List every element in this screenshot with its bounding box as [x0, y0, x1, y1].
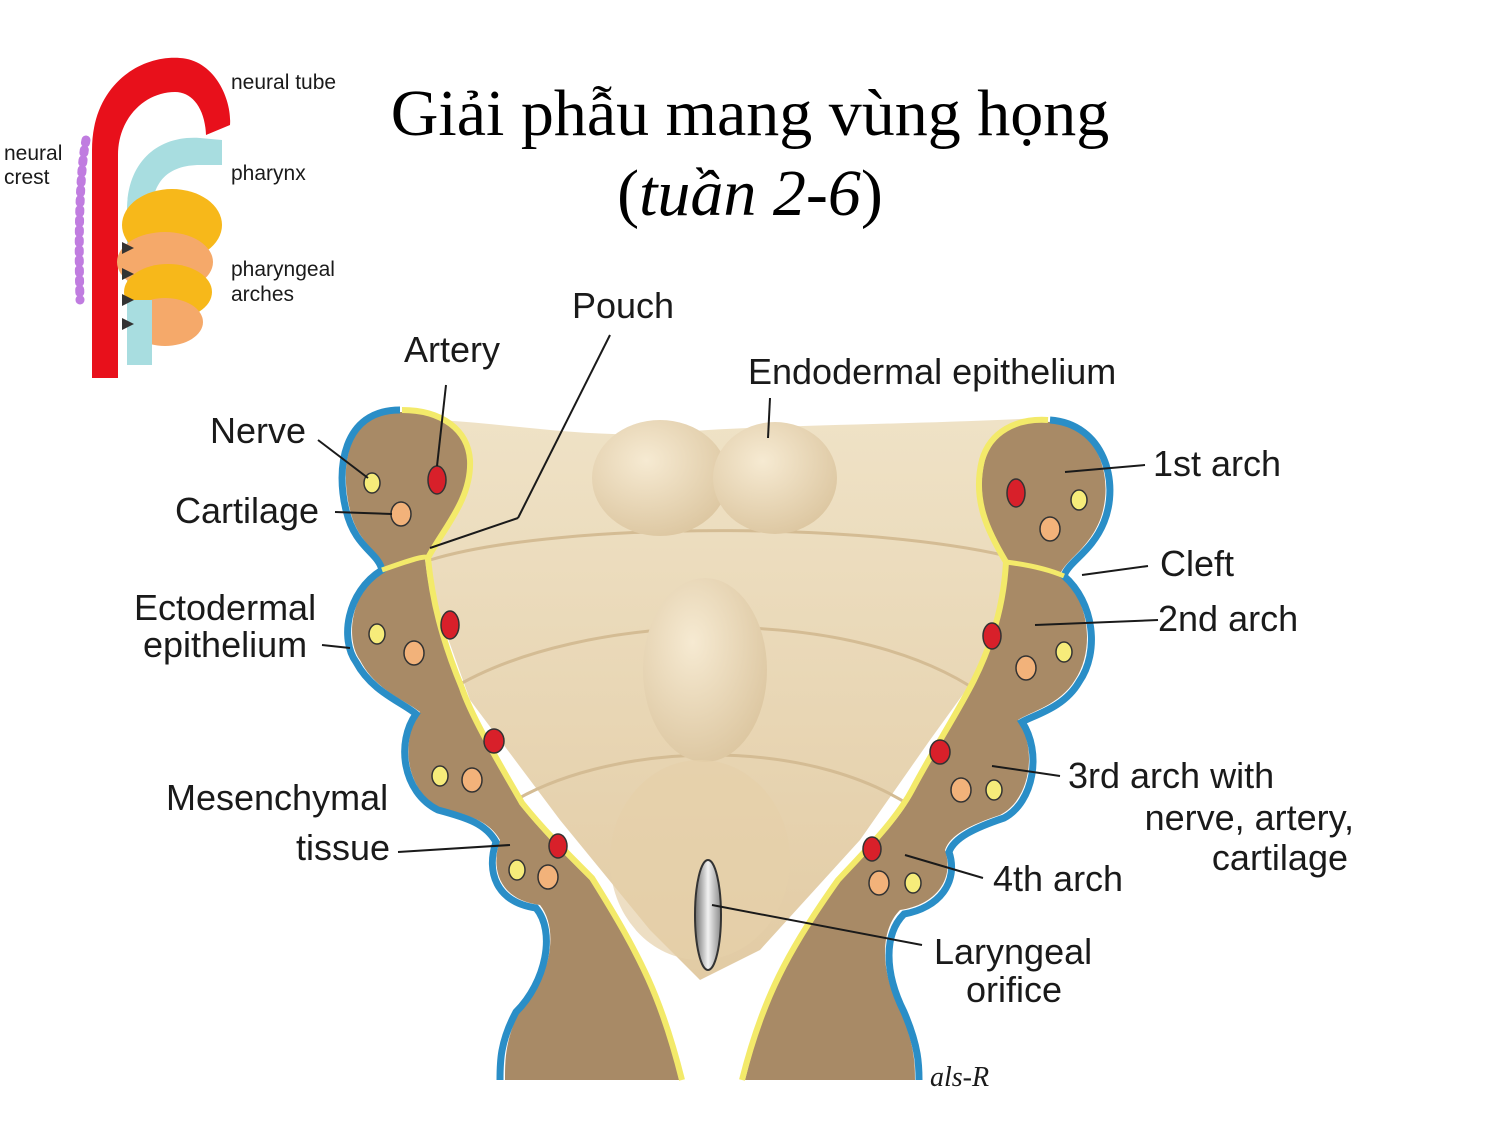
inset-label-neural-tube: neural tube — [231, 71, 336, 94]
label-ectodermal-2: epithelium — [143, 624, 307, 665]
label-ectodermal-1: Ectodermal — [134, 587, 316, 628]
artery-l2 — [440, 610, 460, 640]
artery-l4 — [548, 833, 568, 859]
pouch-leader-a — [517, 334, 611, 519]
nerve-r4 — [904, 872, 922, 894]
label-artery: Artery — [404, 329, 500, 370]
crest-migration-arrows — [122, 242, 134, 330]
cartilage-r2 — [1015, 655, 1037, 681]
pouch-leader-b — [429, 517, 519, 549]
inset-label-neural: neural — [4, 142, 62, 165]
left-ectoderm — [338, 406, 550, 1081]
nerve-r2 — [1055, 641, 1073, 663]
arch4-leader — [904, 854, 984, 879]
cartilage-r3 — [950, 777, 972, 803]
label-cartilage: Cartilage — [175, 490, 319, 531]
copula — [643, 578, 767, 762]
nerve-l4 — [508, 859, 526, 881]
inset-diagram: neural tube neural crest pharynx pharyng… — [4, 57, 336, 378]
cartilage-l2 — [403, 640, 425, 666]
label-nerve: Nerve — [210, 410, 306, 451]
lateral-lingual-swelling-left — [592, 420, 728, 536]
artery-leader — [436, 384, 447, 467]
label-pouch: Pouch — [572, 285, 674, 326]
label-arch3-3: cartilage — [1212, 837, 1348, 878]
label-arch3-2: nerve, artery, — [1145, 797, 1354, 838]
endodermal-leader — [767, 397, 771, 439]
left-endoderm — [401, 407, 685, 1081]
title-line-1: Giải phẫu mang vùng họng — [390, 77, 1110, 150]
cartilage-l3 — [461, 767, 483, 793]
artery-r1 — [1006, 478, 1026, 508]
main-diagram: Pouch Artery Endodermal epithelium Nerve… — [134, 285, 1354, 1093]
title-line-2: (tuần 2-6) — [300, 158, 1200, 230]
leader-lines — [317, 334, 1159, 946]
label-arch1: 1st arch — [1153, 443, 1281, 484]
cartilage-l1 — [390, 501, 412, 527]
epiglottal-swelling — [610, 760, 790, 960]
arch3-leader — [991, 765, 1061, 777]
right-arch-wall — [745, 421, 1106, 1080]
artery-r3 — [929, 739, 951, 765]
artist-signature: als-R — [930, 1062, 989, 1093]
nerve-leader — [317, 439, 369, 479]
nerve-r3 — [985, 779, 1003, 801]
label-laryngeal-2: orifice — [966, 969, 1062, 1010]
cartilage-l4 — [537, 864, 559, 890]
laryngeal-orifice — [694, 859, 722, 971]
title-weeks: tuần 2-6 — [639, 157, 861, 230]
laryngeal-leader — [711, 904, 923, 946]
right-arch-contents — [862, 478, 1088, 896]
mesenchymal-leader — [397, 844, 511, 853]
inset-label-pharynx: pharynx — [231, 162, 306, 185]
inset-label-arches: arches — [231, 283, 294, 306]
label-arch2: 2nd arch — [1158, 598, 1298, 639]
title-paren-open: ( — [617, 157, 640, 230]
label-mesenchymal-1: Mesenchymal — [166, 777, 388, 818]
label-endodermal: Endodermal epithelium — [748, 351, 1116, 392]
neural-tube-shape — [92, 57, 231, 378]
title-paren-close: ) — [860, 157, 883, 230]
cartilage-r4 — [868, 870, 890, 896]
nerve-r1 — [1070, 489, 1088, 511]
inset-label-pharyngeal: pharyngeal — [231, 258, 335, 281]
right-endoderm — [739, 416, 1049, 1081]
artery-r4 — [862, 836, 882, 862]
cleft-leader — [1081, 565, 1149, 576]
left-arch-wall — [345, 412, 680, 1080]
label-mesenchymal-2: tissue — [296, 827, 390, 868]
right-ectoderm — [885, 416, 1114, 1081]
arch1-leader — [1064, 464, 1146, 473]
artery-l3 — [483, 728, 505, 754]
nerve-l3 — [431, 765, 449, 787]
label-arch3-1: 3rd arch with — [1068, 755, 1274, 796]
artery-r2 — [982, 622, 1002, 650]
cartilage-r1 — [1039, 516, 1061, 542]
cartilage-leader — [334, 511, 393, 515]
neural-crest-dots — [74, 135, 91, 305]
floor-ridge-1 — [429, 529, 1041, 567]
lateral-lingual-swelling-right — [713, 422, 837, 534]
artery-l1 — [427, 465, 447, 495]
label-arch4: 4th arch — [993, 858, 1123, 899]
inset-label-crest: crest — [4, 166, 50, 189]
arch2-leader — [1034, 619, 1159, 626]
label-cleft: Cleft — [1160, 543, 1234, 584]
nerve-l2 — [368, 623, 386, 645]
ectodermal-leader — [321, 644, 351, 649]
label-laryngeal-1: Laryngeal — [934, 931, 1092, 972]
